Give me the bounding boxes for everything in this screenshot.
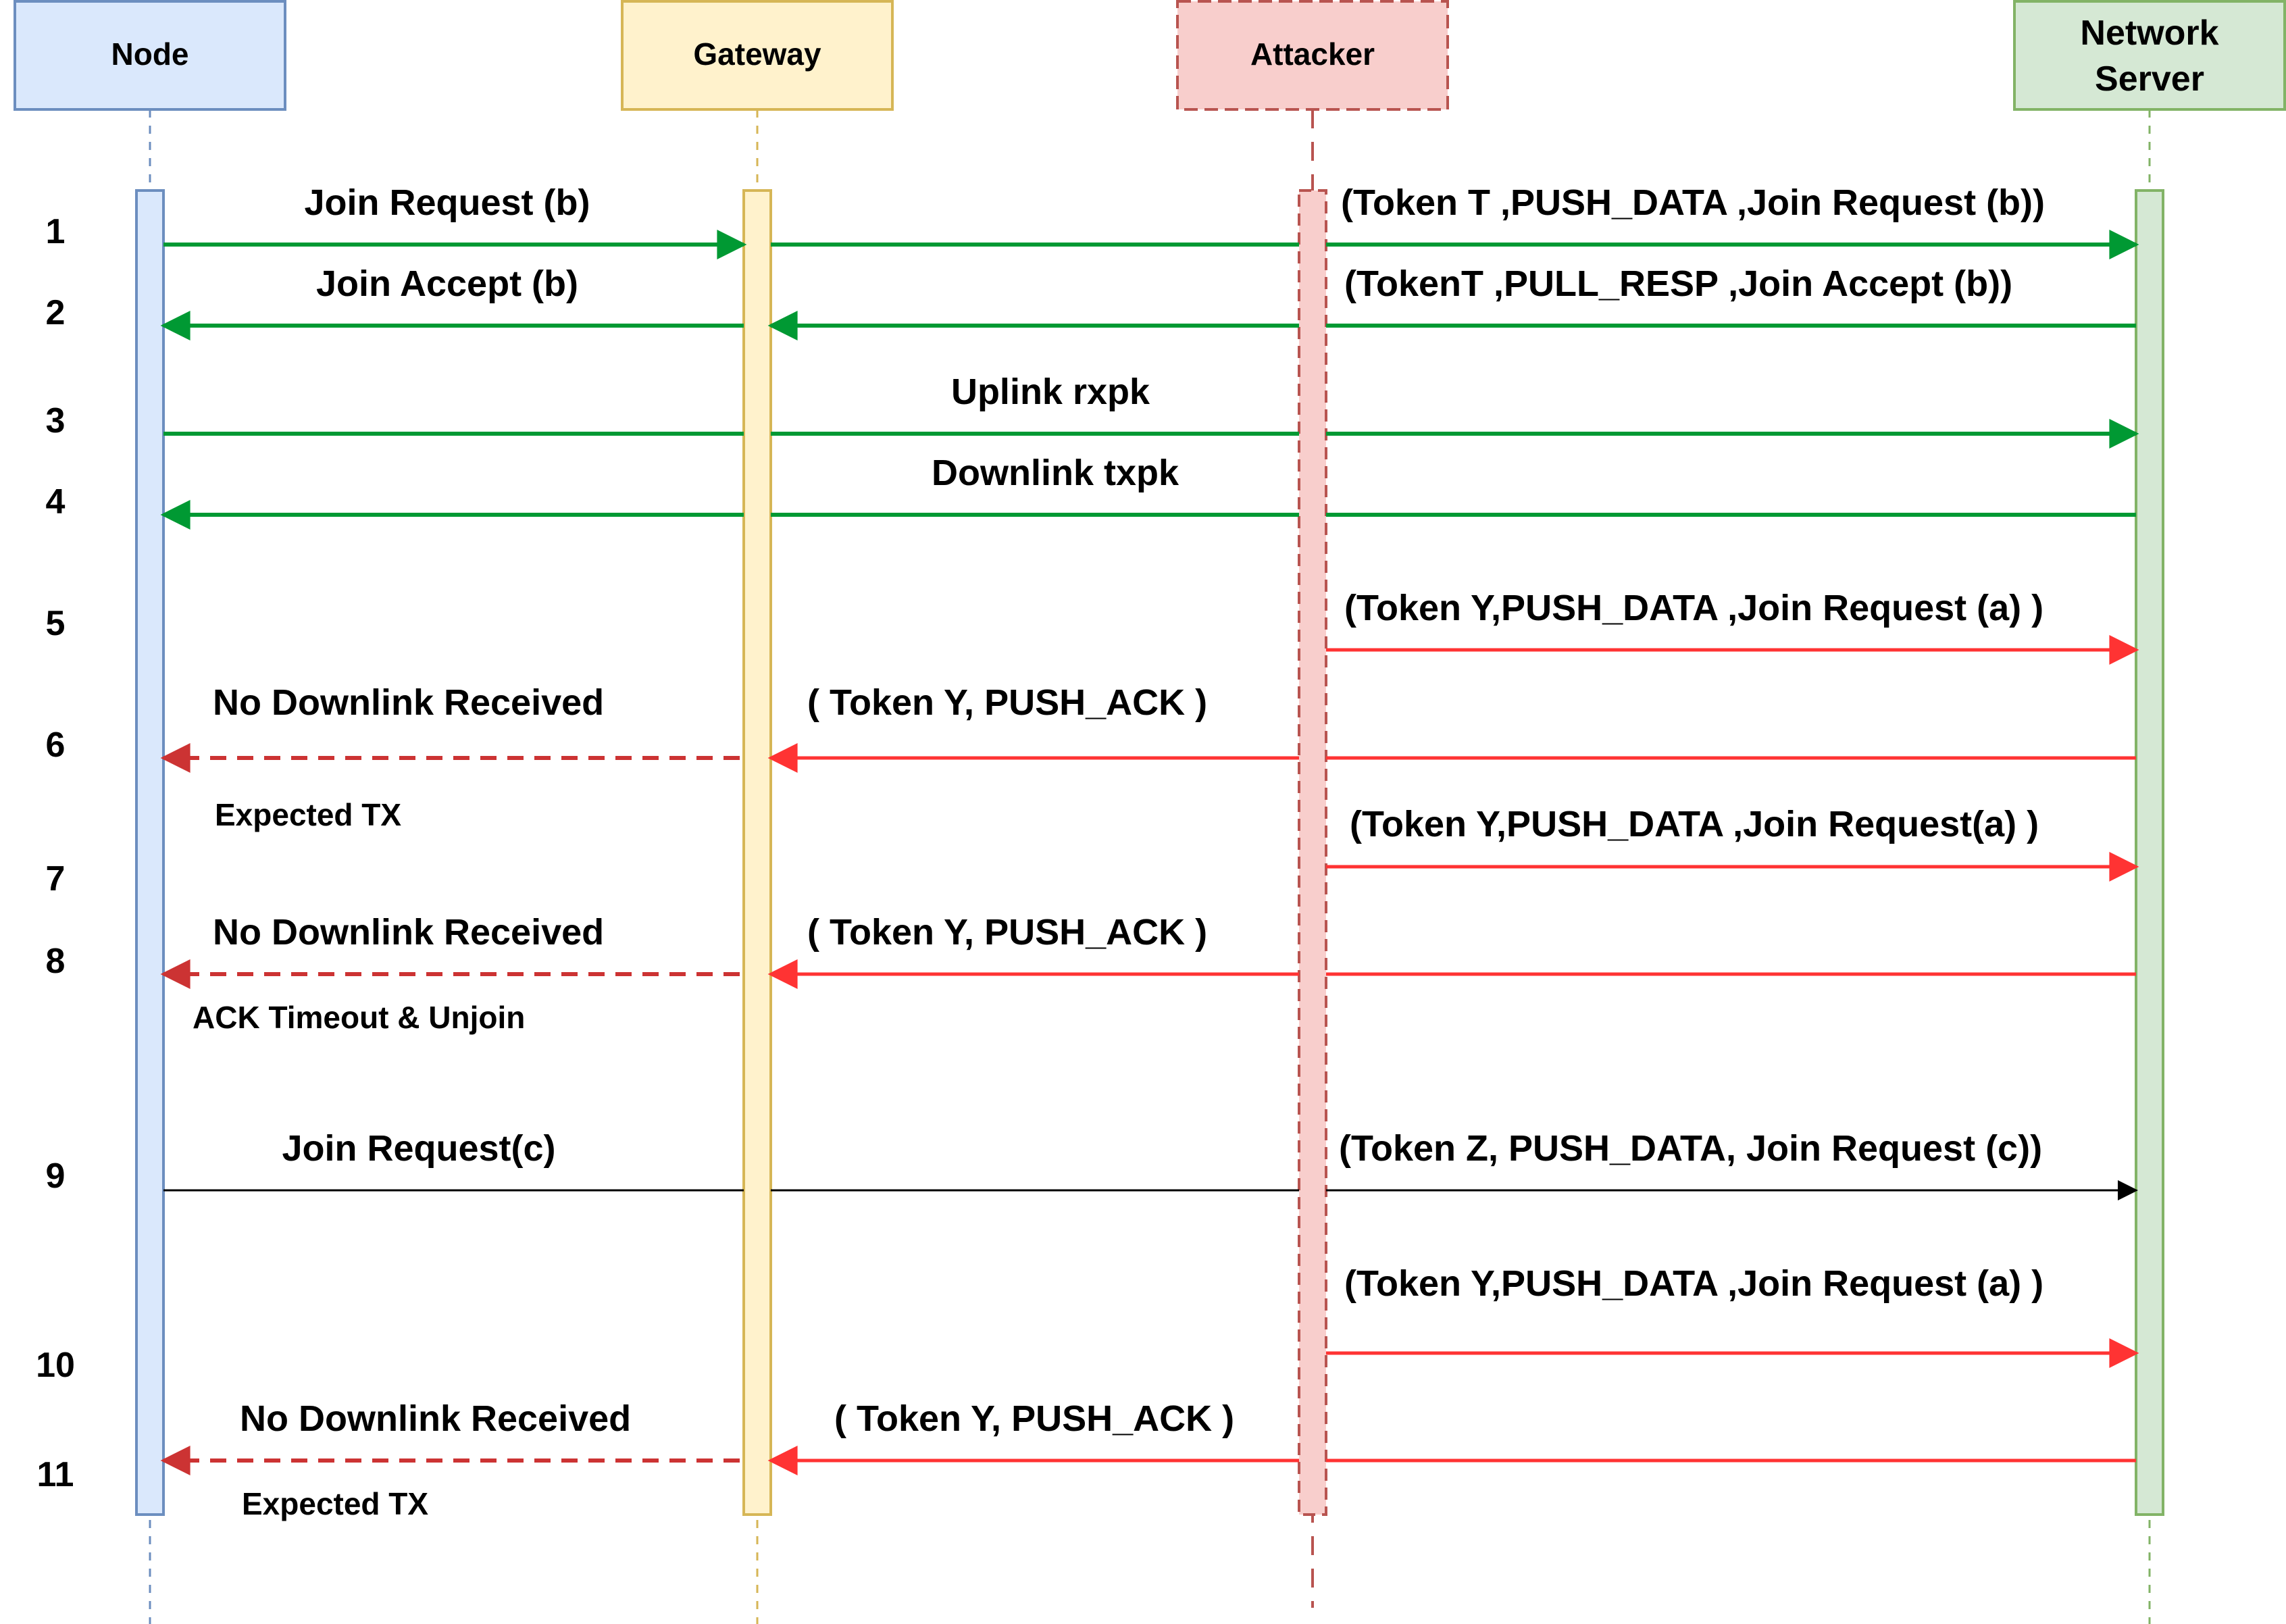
participant-headers: Node Gateway Attacker Network Server (14, 0, 2286, 111)
step-numbers: 1 2 3 4 5 6 7 8 9 10 11 (36, 212, 75, 1494)
node-header: Node (14, 0, 286, 111)
step-number: 3 (46, 401, 66, 440)
message-note: ACK Timeout & Unjoin (193, 1000, 525, 1035)
message-label: Downlink txpk (932, 453, 1179, 493)
step-number: 7 (46, 859, 66, 898)
messages: Join Request (b) (Token T ,PUSH_DATA ,Jo… (160, 182, 2139, 1521)
message-label: Join Request(c) (282, 1128, 555, 1169)
step-number: 4 (46, 482, 66, 522)
activation-bars (135, 189, 2164, 1516)
attacker-header-label: Attacker (1250, 36, 1375, 72)
attacker-header: Attacker (1176, 0, 1449, 111)
message-note: Expected TX (215, 797, 401, 832)
message-label: Join Request (b) (304, 182, 590, 223)
step-number: 8 (46, 942, 66, 981)
server-header-label-line1: Network (2080, 14, 2218, 53)
message-label: No Downlink Received (240, 1398, 631, 1439)
step-number: 5 (46, 604, 66, 643)
server-activation (2135, 189, 2164, 1516)
server-header-box (2013, 0, 2286, 111)
step-number: 2 (46, 293, 66, 332)
message-label: Uplink rxpk (951, 372, 1150, 412)
attacker-activation (1298, 189, 1327, 1516)
message-label: (Token Y,PUSH_DATA ,Join Request (a) ) (1344, 1263, 2043, 1304)
message-note: Expected TX (242, 1486, 428, 1521)
step-number: 10 (36, 1346, 75, 1385)
node-header-box (14, 0, 286, 111)
step-number: 11 (37, 1455, 74, 1494)
attacker-header-box (1176, 0, 1449, 111)
node-activation (135, 189, 165, 1516)
gateway-header-box (621, 0, 894, 111)
message-label: (Token Y,PUSH_DATA ,Join Request(a) ) (1350, 804, 2039, 844)
message-label: (Token Y,PUSH_DATA ,Join Request (a) ) (1344, 588, 2043, 628)
node-header-label: Node (111, 36, 189, 72)
message-label: ( Token Y, PUSH_ACK ) (807, 682, 1207, 723)
message-label: ( Token Y, PUSH_ACK ) (807, 912, 1207, 953)
message-label: ( Token Y, PUSH_ACK ) (834, 1398, 1234, 1439)
message-label: (Token Z, PUSH_DATA, Join Request (c)) (1339, 1128, 2042, 1169)
step-number: 1 (46, 212, 66, 251)
message-label: No Downlink Received (213, 682, 604, 723)
gateway-activation (742, 189, 772, 1516)
gateway-header: Gateway (621, 0, 894, 111)
message-label: (TokenT ,PULL_RESP ,Join Accept (b)) (1344, 263, 2012, 304)
gateway-header-label: Gateway (693, 36, 821, 72)
server-header: Network Server (2013, 0, 2286, 111)
server-header-label-line2: Server (2095, 59, 2204, 99)
message-label: Join Accept (b) (316, 263, 578, 304)
message-label: (Token T ,PUSH_DATA ,Join Request (b)) (1341, 182, 2045, 223)
step-number: 9 (46, 1157, 66, 1196)
step-number: 6 (46, 726, 66, 765)
message-label: No Downlink Received (213, 912, 604, 953)
